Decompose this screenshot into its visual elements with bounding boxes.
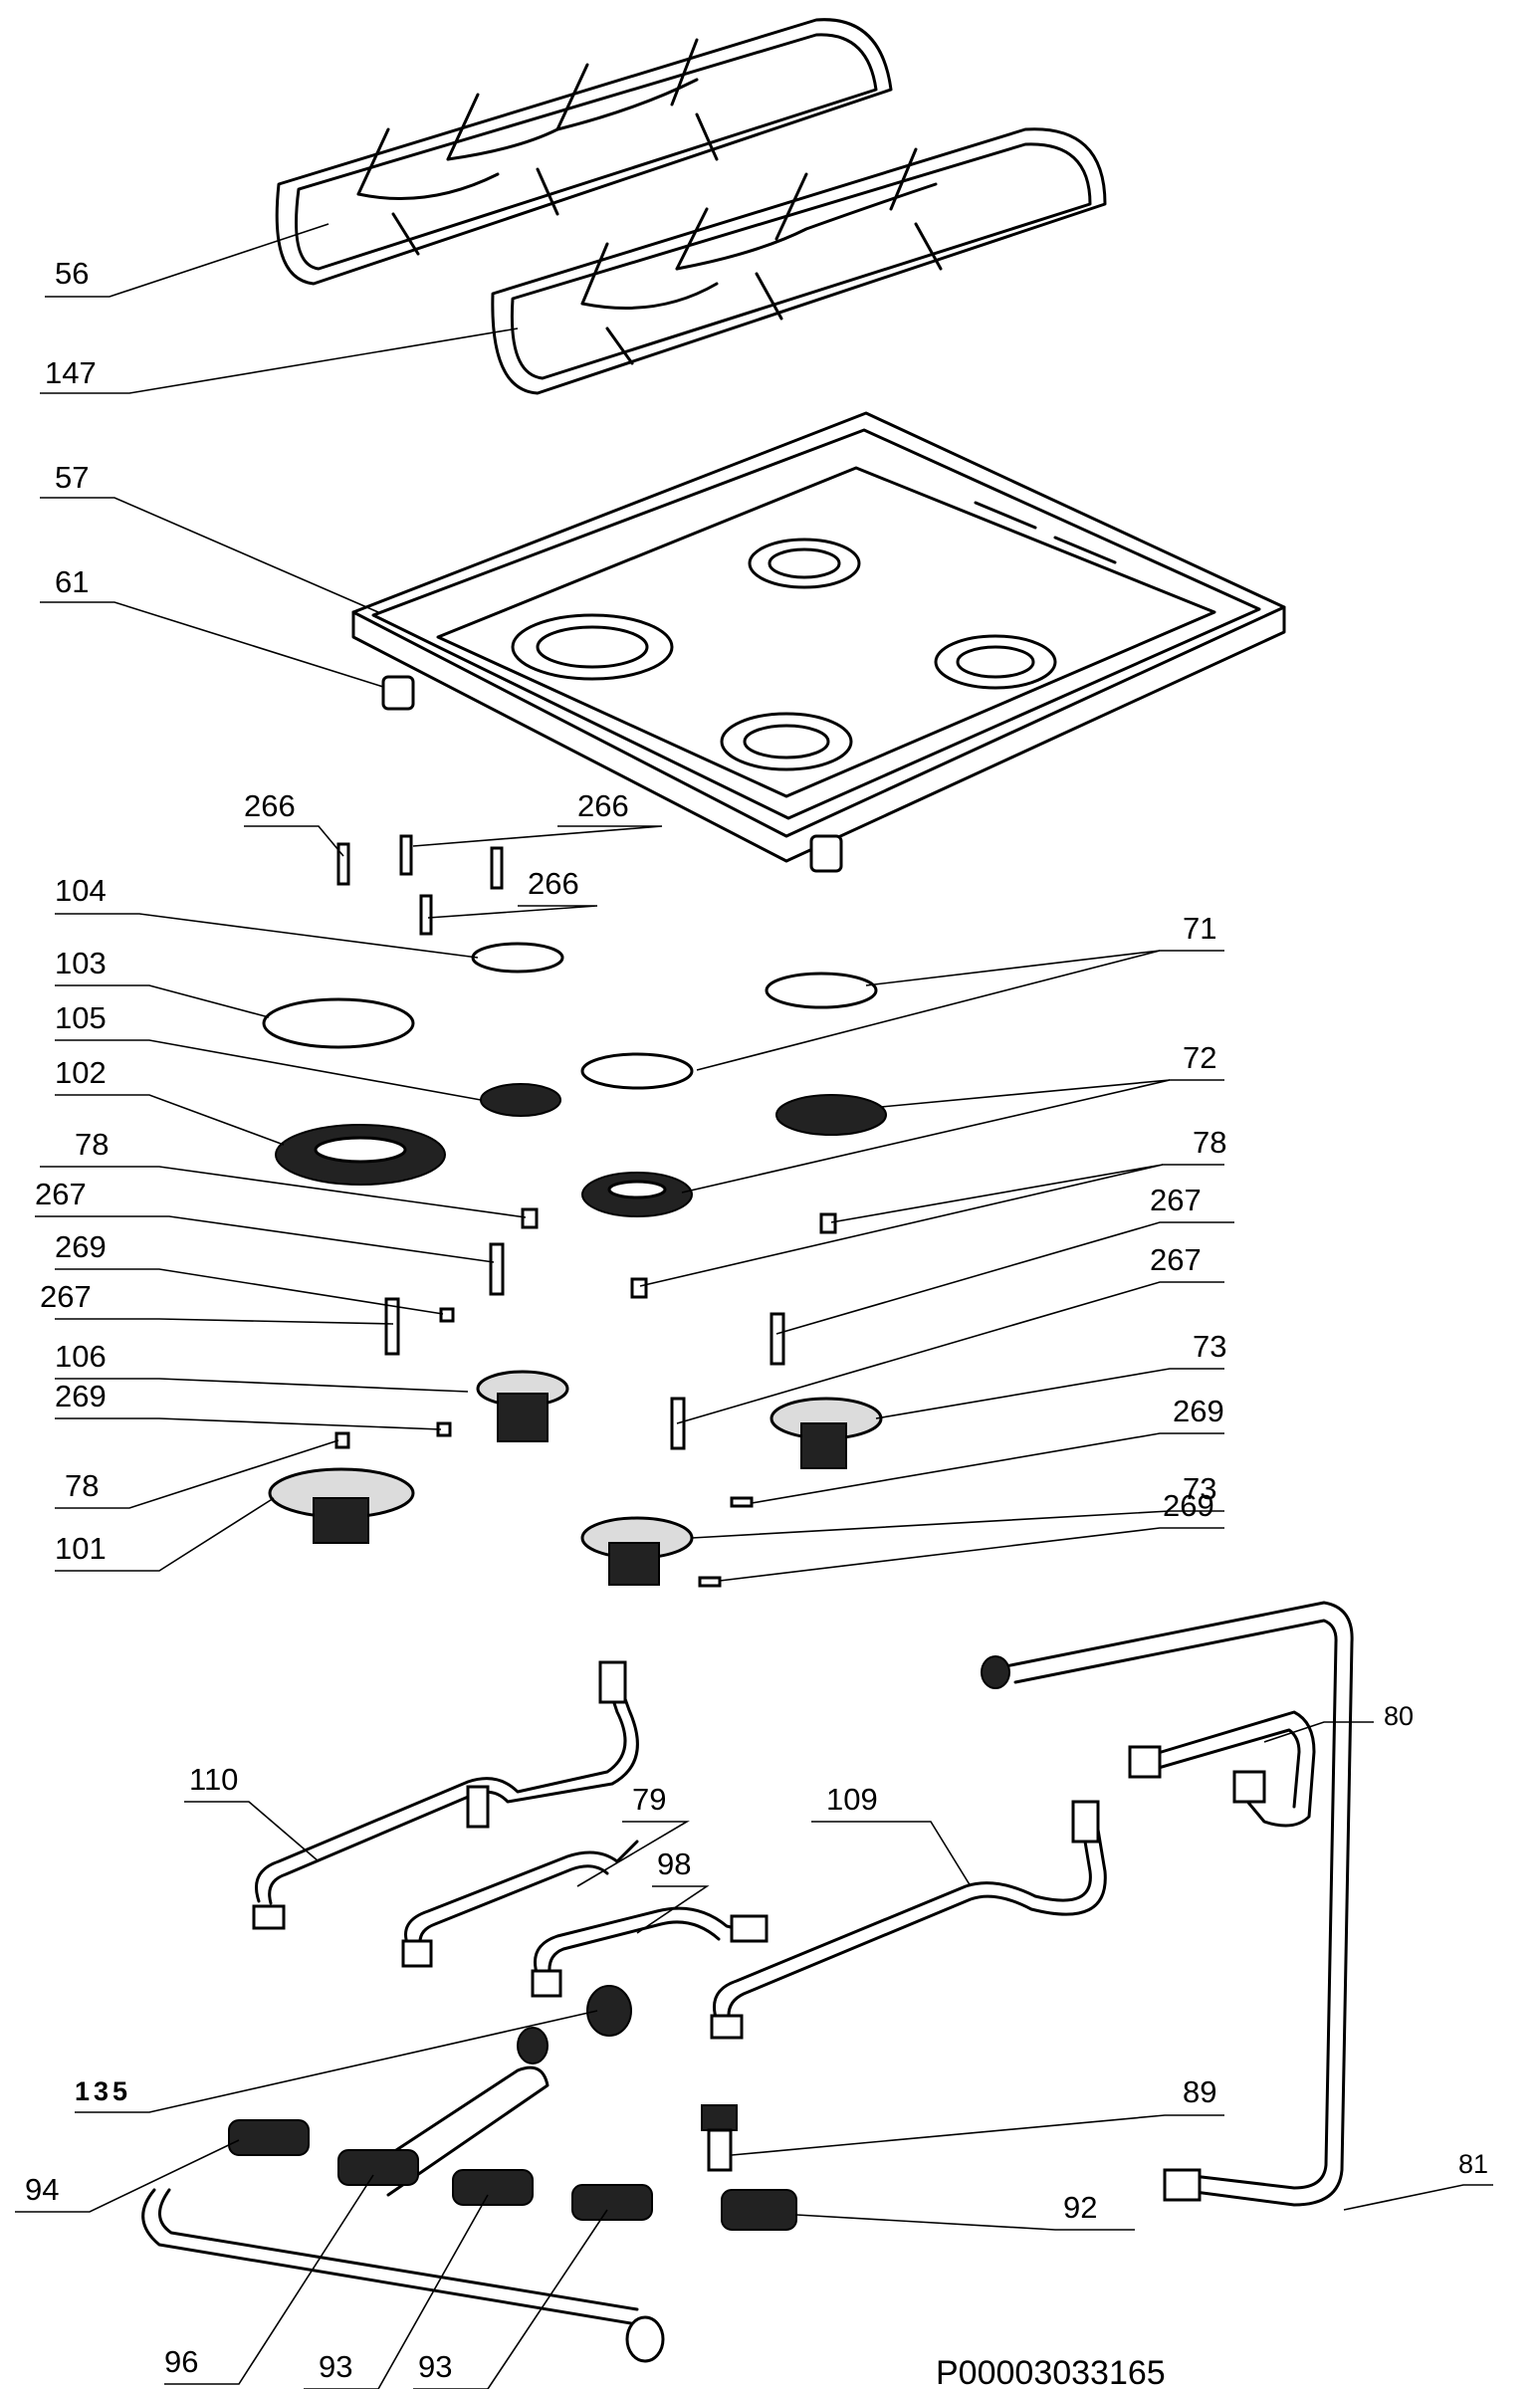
manifold-135-elbow xyxy=(356,1985,632,2197)
callout-89: 89 xyxy=(1183,2074,1216,2109)
callout-93-a: 93 xyxy=(319,2349,352,2384)
burner-crowns xyxy=(275,1083,887,1217)
callout-81: 81 xyxy=(1458,2149,1488,2179)
callout-73-b: 73 xyxy=(1183,1471,1216,1506)
callout-78-c: 78 xyxy=(65,1468,99,1503)
callout-266-c: 266 xyxy=(528,866,579,901)
callout-72: 72 xyxy=(1183,1040,1216,1075)
callout-79: 79 xyxy=(632,1782,666,1817)
tube-98 xyxy=(531,1906,769,1998)
callout-106: 106 xyxy=(55,1339,107,1374)
thermocouple-pins xyxy=(336,834,504,936)
callout-93-b: 93 xyxy=(418,2349,452,2384)
callout-56: 56 xyxy=(55,256,89,291)
callout-71: 71 xyxy=(1183,911,1216,946)
gas-rail-pipe xyxy=(141,2188,665,2363)
callout-147: 147 xyxy=(45,355,97,390)
callout-109: 109 xyxy=(826,1782,878,1817)
callout-92: 92 xyxy=(1063,2190,1097,2225)
gas-taps xyxy=(228,2104,797,2231)
main-gas-pipe-81 xyxy=(981,1601,1354,2207)
burner-bodies xyxy=(268,1370,883,1586)
callout-57: 57 xyxy=(55,460,89,495)
callout-105: 105 xyxy=(55,1000,107,1035)
tube-79 xyxy=(401,1840,639,1968)
tube-110 xyxy=(252,1660,639,1930)
tube-80 xyxy=(1128,1710,1316,1828)
callout-102: 102 xyxy=(55,1055,107,1090)
callout-94: 94 xyxy=(25,2172,59,2207)
electrodes-and-nozzles xyxy=(334,1207,837,1588)
callout-269-d: 269 xyxy=(1163,1488,1214,1523)
callout-78-b: 78 xyxy=(1193,1125,1226,1160)
leader-lines xyxy=(15,223,1493,2389)
callout-101: 101 xyxy=(55,1531,107,1566)
callout-267-a: 267 xyxy=(35,1177,87,1211)
tube-109 xyxy=(710,1800,1107,2040)
callout-78-a: 78 xyxy=(75,1127,109,1162)
callout-269-a: 269 xyxy=(55,1229,107,1264)
burner-caps xyxy=(262,942,878,1090)
drawing-code: P00003033165 xyxy=(936,2354,1166,2389)
callout-267-d: 267 xyxy=(1150,1242,1202,1277)
callout-267-c: 267 xyxy=(40,1279,92,1314)
callout-269-c: 269 xyxy=(1173,1394,1224,1428)
callout-103: 103 xyxy=(55,946,107,980)
callout-61: 61 xyxy=(55,564,89,599)
callout-269-b: 269 xyxy=(55,1379,107,1413)
pan-support-147 xyxy=(491,127,1107,395)
callout-96: 96 xyxy=(164,2344,198,2379)
callout-98: 98 xyxy=(657,1846,691,1881)
callout-266-a: 266 xyxy=(244,788,296,823)
callout-80: 80 xyxy=(1384,1701,1414,1731)
callout-266-b: 266 xyxy=(577,788,629,823)
callout-104: 104 xyxy=(55,873,107,908)
callout-267-b: 267 xyxy=(1150,1183,1202,1217)
callout-110: 110 xyxy=(189,1762,238,1797)
pan-support-56 xyxy=(275,18,893,286)
callout-135: 135 xyxy=(75,2076,131,2106)
hob-top-57 xyxy=(351,411,1286,873)
callout-73-a: 73 xyxy=(1193,1329,1226,1364)
callout-labels: 56 147 57 61 266 266 266 104 71 103 105 … xyxy=(25,256,1488,2389)
